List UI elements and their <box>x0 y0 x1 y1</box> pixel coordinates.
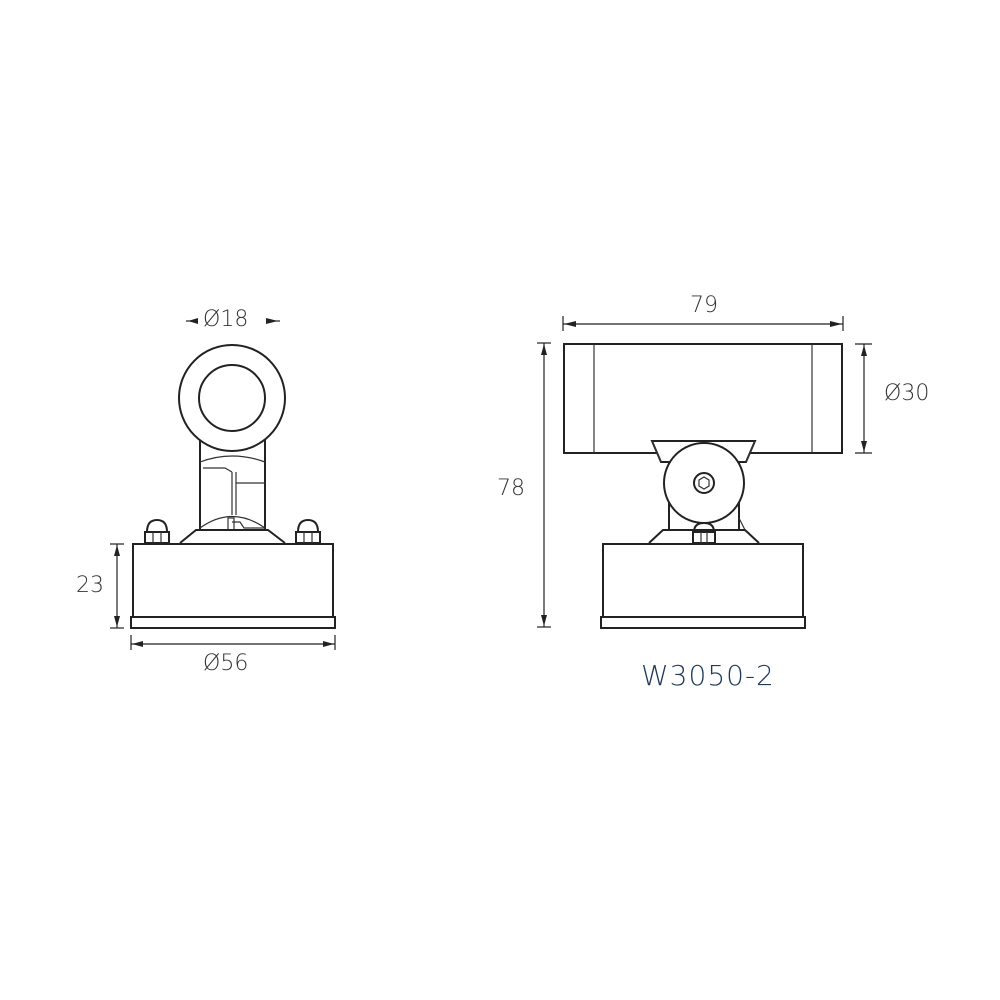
front-height-label: 78 <box>497 476 525 501</box>
model-number-label: W3050-2 <box>641 659 775 692</box>
front-view <box>537 316 872 629</box>
side-base-diameter-label: Ø56 <box>203 651 249 676</box>
front-width-label: 79 <box>690 293 718 318</box>
side-base-height-label: 23 <box>76 573 104 598</box>
side-head-diameter-label: Ø18 <box>203 307 249 332</box>
side-view <box>110 318 336 650</box>
nut-right <box>295 518 321 544</box>
front-head-diameter-label: Ø30 <box>884 381 930 406</box>
nut-left <box>144 518 170 544</box>
